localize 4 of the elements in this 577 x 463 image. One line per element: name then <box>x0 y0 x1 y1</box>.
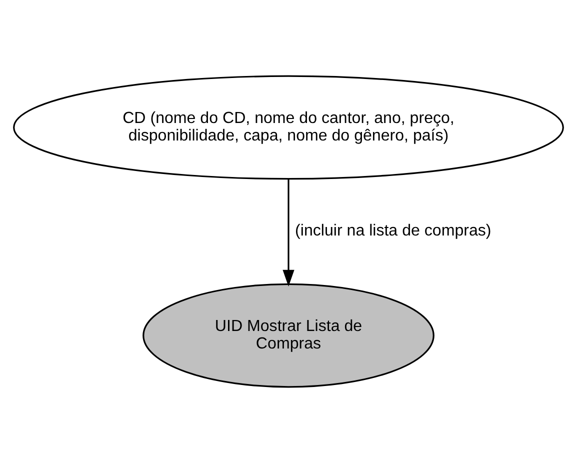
node-ellipse: UID Mostrar Lista de Compras <box>142 283 434 388</box>
node-ellipse: CD (nome do CD, nome do cantor, ano, preço, disponibilidade, capa, nome do gênero, país) <box>13 75 564 180</box>
edge-label: (incluir na lista de compras) <box>295 222 492 240</box>
arrow <box>282 179 294 287</box>
